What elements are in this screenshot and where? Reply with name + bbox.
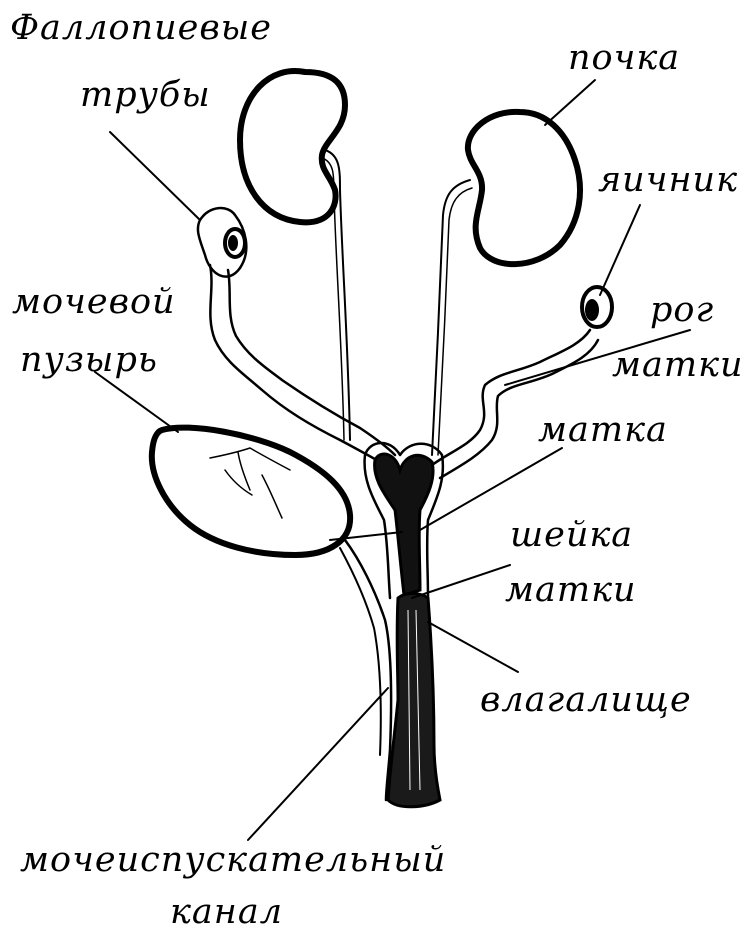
label-kidney: почка — [568, 38, 680, 78]
bladder — [152, 428, 350, 555]
urethra — [345, 540, 391, 800]
label-cervix-line1: шейка — [510, 515, 633, 555]
label-urethra-line2: канал — [170, 892, 283, 932]
label-ovary: яичник — [598, 160, 738, 200]
label-vagina: влагалище — [480, 680, 692, 720]
label-fallopian-tubes-line2: трубы — [80, 75, 211, 115]
label-fallopian-tubes-line1: Фаллопиевые — [10, 8, 272, 48]
vagina — [388, 594, 440, 807]
right-ovary-center — [585, 299, 599, 321]
right-fallopian-tube-outer — [440, 340, 598, 478]
right-kidney — [468, 112, 580, 264]
leader-bladder — [95, 372, 178, 432]
label-uterus: матка — [538, 410, 668, 450]
label-urethra-line1: мочеиспускательный — [20, 840, 446, 880]
label-bladder-line1: мочевой — [12, 282, 176, 322]
leader-urethra — [248, 688, 388, 840]
leader-kidney — [545, 80, 595, 125]
left-kidney — [240, 71, 345, 222]
leader-bladder-uterus — [330, 532, 402, 540]
leader-fallopian — [110, 132, 200, 220]
leader-ovary — [600, 205, 640, 295]
left-fallopian-tube-outer — [228, 270, 395, 455]
left-ovary-center — [228, 235, 238, 251]
urethra-inner — [340, 548, 381, 755]
leader-vagina — [428, 622, 518, 672]
uterus-body — [375, 454, 434, 595]
bladder-vessels — [210, 448, 290, 518]
label-uterine-horn-line1: рог — [650, 290, 714, 330]
label-bladder-line2: пузырь — [20, 340, 158, 380]
label-uterine-horn-line2: матки — [612, 345, 744, 385]
label-cervix-line2: матки — [505, 570, 637, 610]
left-fimbria — [198, 208, 246, 277]
right-ureter — [432, 180, 470, 455]
